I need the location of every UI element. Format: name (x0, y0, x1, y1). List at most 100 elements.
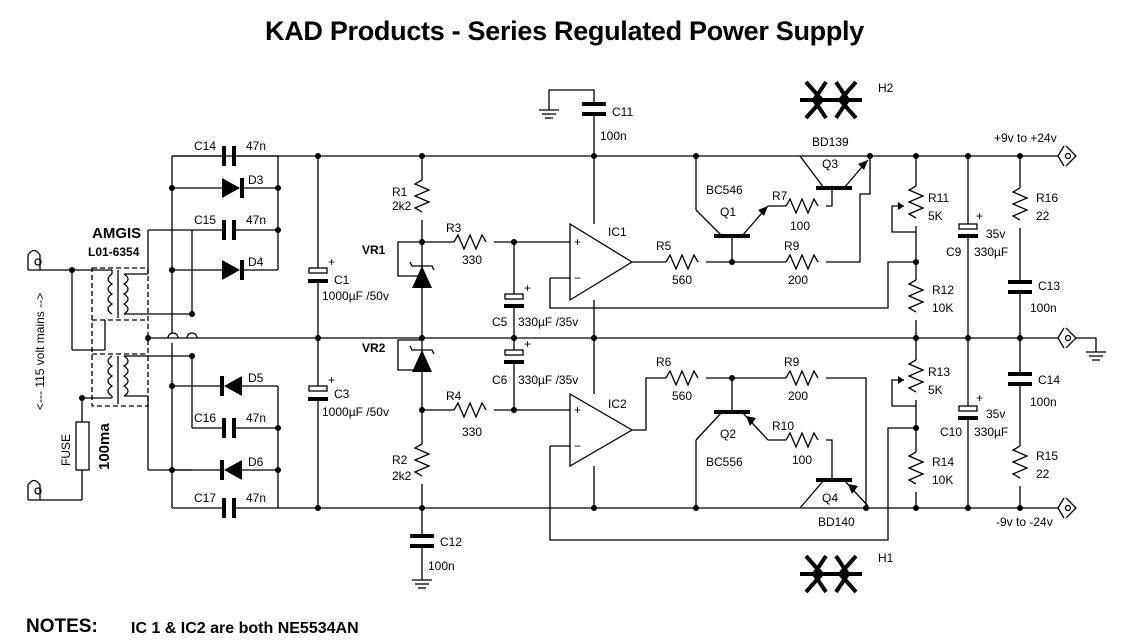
r16-label: R16 (1036, 191, 1058, 205)
r4-value: 330 (462, 425, 482, 439)
c10-label: C10 (940, 425, 962, 439)
q2-type: BC556 (706, 455, 743, 469)
capacitor-c16-47n: C16 47n (192, 411, 278, 438)
output-terminal-negative: -9v to -24v (996, 497, 1077, 529)
c12-label: C12 (440, 535, 462, 549)
c9-plus: + (976, 209, 983, 223)
r1-value: 2k2 (392, 199, 412, 213)
diode-d3: D3 (172, 173, 278, 198)
r2-value: 2k2 (392, 469, 412, 483)
diode-d6: D6 (172, 455, 278, 480)
c16-label: C16 (194, 411, 216, 425)
r12-value: 10K (932, 301, 953, 315)
q1-label: Q1 (720, 205, 736, 219)
opamp-ic1: IC1 + − (549, 222, 916, 309)
r6-label: R6 (656, 355, 672, 369)
ic2-plus: + (574, 403, 581, 417)
c11-value: 100n (600, 129, 627, 143)
r9-bottom-value: 200 (788, 389, 808, 403)
resistor-r6: R6 560 (632, 355, 786, 431)
c10-voltage: 35v (986, 407, 1005, 421)
q3-label: Q3 (822, 157, 838, 171)
c9-voltage: 35v (986, 227, 1005, 241)
zener-vr2: VR2 (362, 339, 435, 372)
capacitor-c14-47n: C14 47n (172, 139, 278, 166)
resistor-r12: R12 10K (908, 279, 954, 338)
c10-value: 330µF (974, 425, 1008, 439)
resistor-r9-bottom: R9 200 (784, 355, 867, 508)
q4-type: BD140 (818, 515, 855, 529)
r10-value: 100 (792, 453, 812, 467)
transformer-brand: AMGIS (92, 225, 141, 242)
output-terminal-ground (1057, 327, 1106, 361)
resistor-r16: R16 22 (1012, 156, 1058, 280)
r9-top-value: 200 (788, 273, 808, 287)
capacitor-c15-47n: C15 47n (192, 213, 278, 240)
ic1-minus: − (574, 271, 581, 285)
vr1-label: VR1 (362, 243, 386, 257)
r15-value: 22 (1036, 467, 1050, 481)
ic1-plus: + (574, 235, 581, 249)
r14-value: 10K (932, 473, 953, 487)
fuse: FUSE 100ma (59, 395, 113, 500)
c14-label: C14 (194, 139, 216, 153)
ic1-label: IC1 (608, 225, 627, 239)
c11-label: C11 (612, 105, 633, 119)
output-positive-label: +9v to +24v (994, 131, 1057, 145)
c13-value: 100n (1030, 301, 1057, 315)
q3-type: BD139 (812, 135, 849, 149)
notes-heading: NOTES: (26, 616, 98, 637)
q4-label: Q4 (822, 491, 838, 505)
r6-value: 560 (672, 389, 692, 403)
c3-plus: + (328, 373, 335, 387)
r4-label: R4 (446, 389, 462, 403)
resistor-r7: R7 100 (768, 188, 833, 233)
r3-value: 330 (462, 253, 482, 267)
r5-label: R5 (656, 239, 672, 253)
mains-label: <--- 115 volt mains --> (33, 293, 47, 410)
capacitor-c11: C11 100n (539, 89, 633, 156)
c9-value: 330µF (974, 245, 1008, 259)
c1-value: 1000µF /50v (322, 289, 389, 303)
transistor-q3-bd139: BD139 Q3 (799, 135, 869, 190)
r3-label: R3 (446, 221, 462, 235)
c17-value: 47n (246, 491, 266, 505)
h2-label: H2 (878, 81, 894, 95)
ic2-label: IC2 (608, 397, 627, 411)
transformer-model: L01-6354 (88, 245, 140, 259)
h1-label: H1 (878, 551, 894, 565)
transistor-q2: Q2 BC556 (695, 378, 769, 508)
c1-label: C1 (334, 273, 350, 287)
page-title: KAD Products - Series Regulated Power Su… (265, 16, 864, 46)
heatsink-h1: H1 (800, 551, 894, 594)
q1-type: BC546 (706, 183, 743, 197)
capacitor-c9: + 35v C9 330µF (946, 156, 1008, 338)
c15-value: 47n (246, 213, 266, 227)
resistor-r4: R4 330 (422, 389, 570, 439)
opamp-ic2: IC2 + − (549, 392, 916, 541)
capacitor-c10: + 35v C10 330µF (940, 338, 1008, 508)
resistor-r5: R5 560 (632, 239, 786, 287)
d4-label: D4 (248, 255, 264, 269)
r2-label: R2 (392, 453, 408, 467)
diode-d5: D5 (172, 371, 278, 396)
c9-label: C9 (946, 245, 962, 259)
capacitor-c12: C12 100n (410, 508, 462, 589)
c14-out-label: C14 (1038, 373, 1060, 387)
fuse-label: FUSE (59, 434, 73, 466)
c5-label: C5 (492, 315, 508, 329)
c16-value: 47n (246, 411, 266, 425)
trimmer-r11: R11 5K (891, 185, 949, 280)
r7-label: R7 (772, 189, 788, 203)
c15-label: C15 (194, 213, 216, 227)
capacitor-c14-output: C14 100n (1008, 338, 1060, 446)
ic2-minus: − (574, 439, 581, 453)
r12-label: R12 (932, 283, 954, 297)
r13-label: R13 (928, 365, 950, 379)
c1-plus: + (328, 255, 335, 269)
output-terminal-positive: +9v to +24v (994, 131, 1077, 167)
resistor-r14: R14 10K (908, 451, 954, 508)
q2-label: Q2 (720, 427, 736, 441)
c6-value: 330µF /35v (518, 373, 578, 387)
